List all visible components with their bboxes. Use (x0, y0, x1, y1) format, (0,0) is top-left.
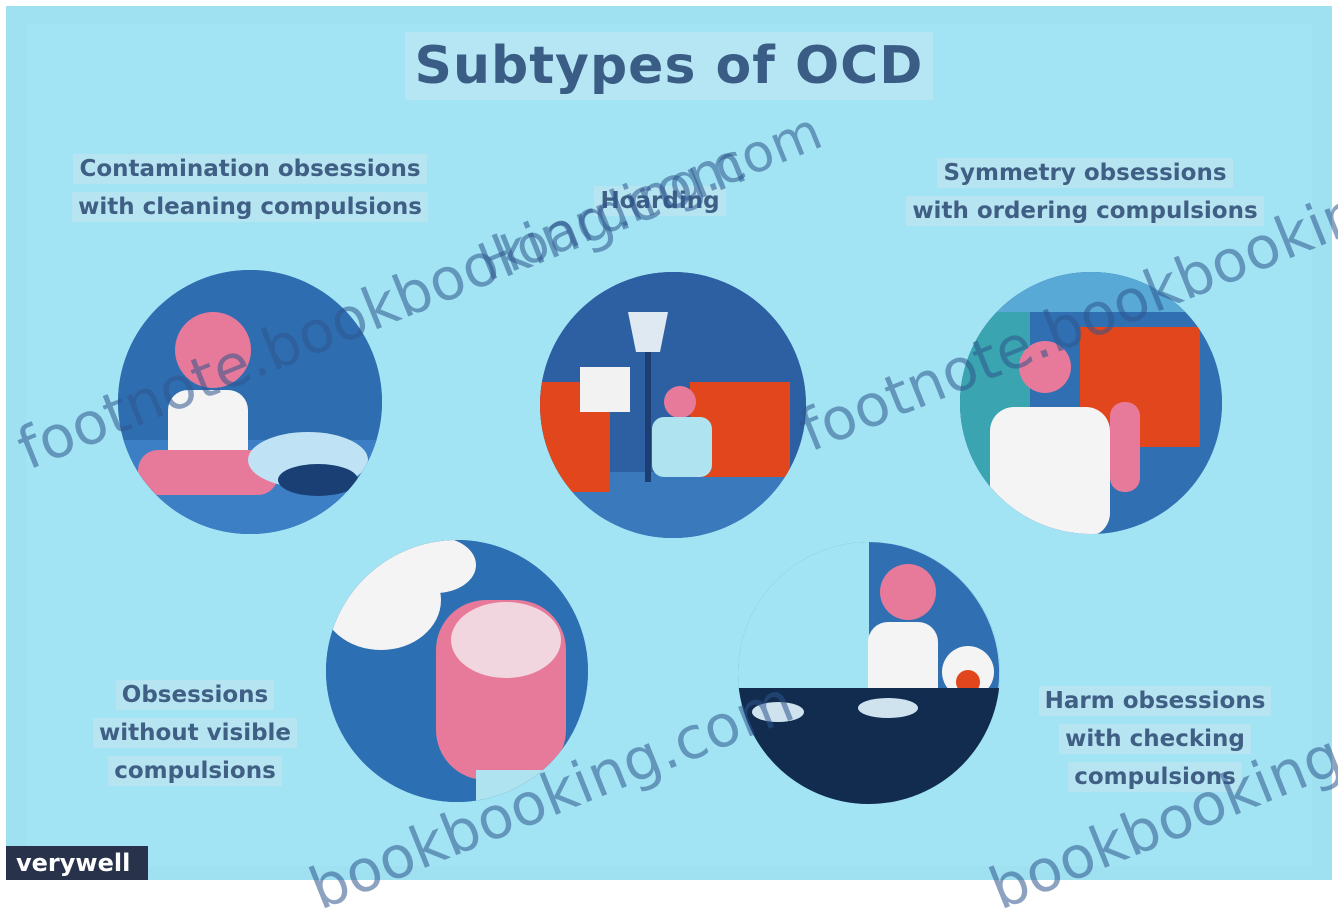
hoarding-illustration (540, 272, 806, 538)
ordering-image (960, 272, 1222, 534)
page-title: Subtypes of OCD (0, 32, 1338, 100)
label-contamination: Contamination obsessions with cleaning c… (40, 150, 460, 226)
stove-checking-image (738, 542, 1000, 804)
label-obsessions-no-compulsions: Obsessions without visible compulsions (70, 676, 320, 790)
hoarding-room-image (540, 272, 806, 538)
label-symmetry: Symmetry obsessions with ordering compul… (870, 154, 1300, 230)
verywell-logo: verywell (6, 846, 148, 880)
label-harm: Harm obsessions with checking compulsion… (1010, 682, 1300, 796)
label-hoarding: Hoarding (570, 182, 750, 220)
harm-illustration (738, 542, 1000, 804)
symmetry-illustration (960, 272, 1222, 534)
